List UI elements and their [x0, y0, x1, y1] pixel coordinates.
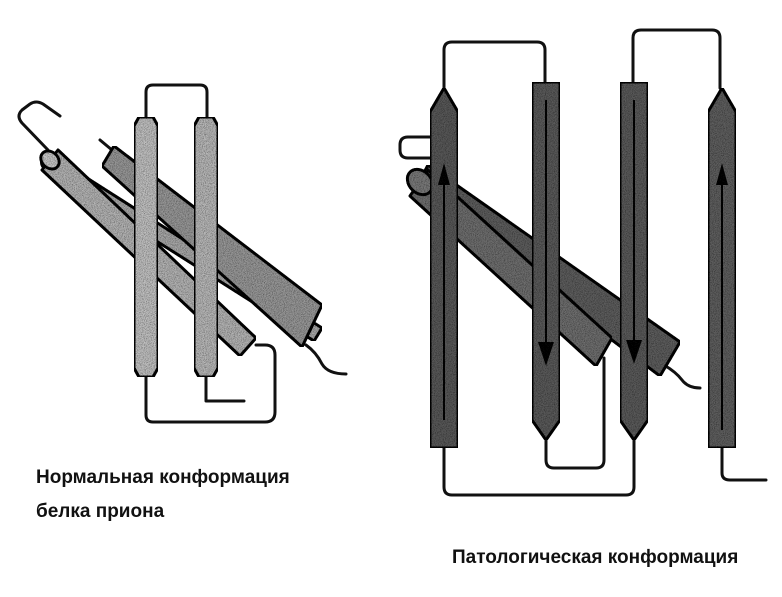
caption-pathological-conformation: Патологическая конформация: [452, 547, 739, 568]
normal-strand-1: [132, 115, 160, 379]
normal-backbone-loops: [17, 83, 348, 424]
pathological-strand-2: [530, 80, 562, 442]
pathological-backbone-loops: [398, 28, 768, 497]
caption-normal-line-1: Нормальная конформация: [36, 467, 290, 488]
caption-normal-conformation: Нормальная конформация белка приона: [36, 461, 290, 529]
caption-normal-line-2: белка приона: [36, 501, 165, 522]
normal-conformation: [17, 83, 348, 424]
normal-strand-2: [192, 115, 220, 379]
pathological-conformation: [398, 28, 768, 497]
pathological-strand-3: [618, 80, 650, 442]
pathological-strand-1: [428, 86, 460, 450]
pathological-strand-4: [706, 86, 738, 450]
